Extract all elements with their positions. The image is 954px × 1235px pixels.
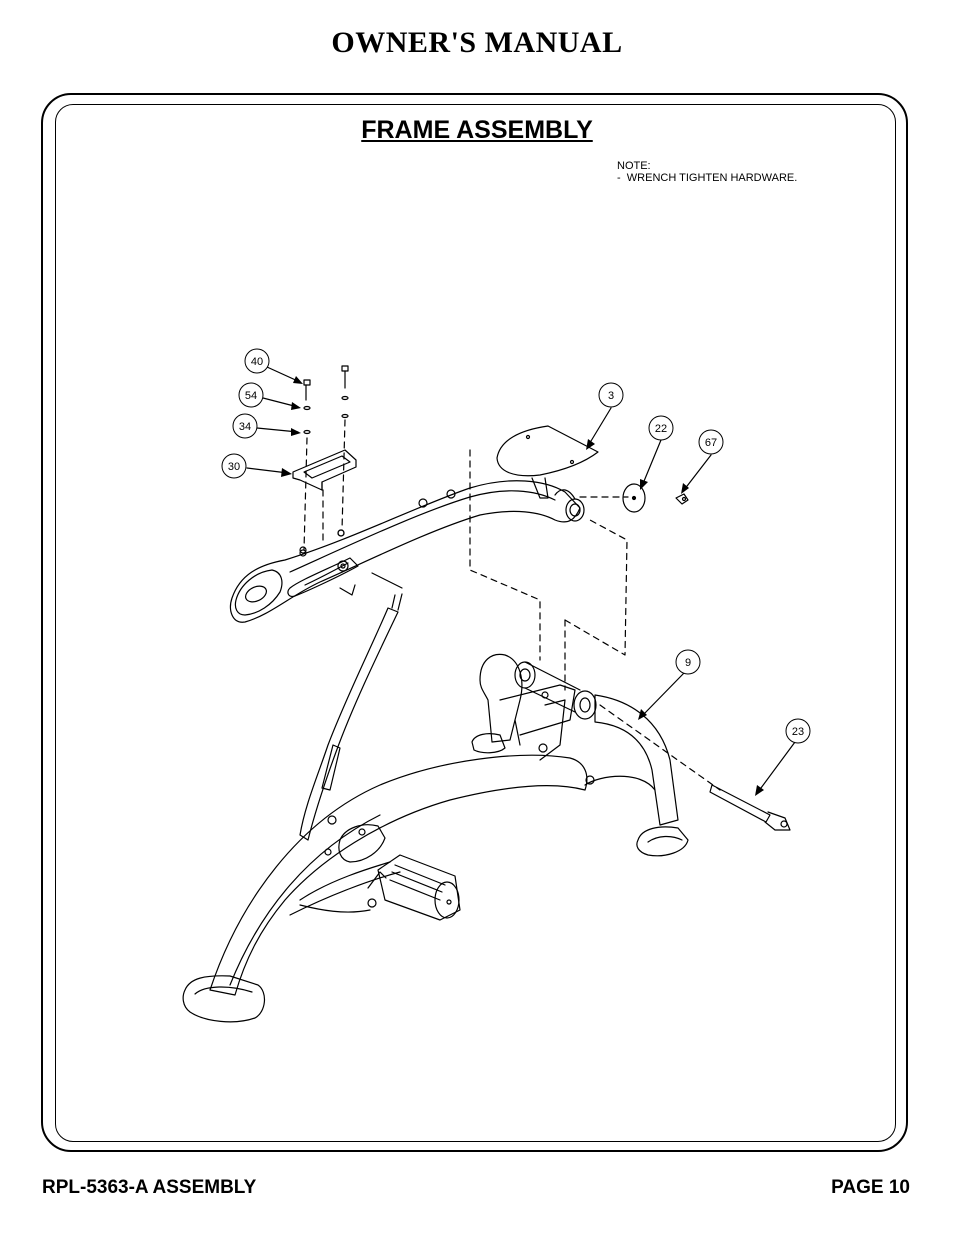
- footer-model-label: RPL-5363-A ASSEMBLY: [42, 1177, 257, 1198]
- seat-beam-part: [229, 480, 585, 623]
- callout-label: 30: [228, 461, 240, 473]
- callout-label: 54: [245, 390, 257, 402]
- bolt-67-part: [675, 493, 689, 505]
- callout-label: 34: [239, 421, 251, 433]
- base-frame-part: [182, 653, 791, 1023]
- callout-22: 22: [648, 415, 674, 441]
- upper-bracket-part: [292, 365, 357, 557]
- callout-34: 34: [232, 413, 258, 439]
- callout-54: 54: [238, 382, 264, 408]
- assembly-note: NOTE: - WRENCH TIGHTEN HARDWARE.: [617, 160, 797, 184]
- cap-part: [622, 483, 646, 513]
- footer-page-number: PAGE 10: [831, 1177, 910, 1198]
- handle-bar-part: [299, 593, 403, 841]
- callout-30: 30: [221, 453, 247, 479]
- manual-title: OWNER'S MANUAL: [331, 26, 623, 59]
- callout-label: 23: [792, 726, 804, 738]
- callout-9: 9: [675, 649, 701, 675]
- callout-label: 22: [655, 423, 667, 435]
- callout-40: 40: [244, 348, 270, 374]
- outer-page-border: [41, 93, 908, 1152]
- seat-plate-part: [496, 425, 599, 499]
- callout-label: 3: [608, 390, 614, 402]
- callout-label: 67: [705, 437, 717, 449]
- section-title: FRAME ASSEMBLY: [361, 116, 593, 144]
- callout-23: 23: [785, 718, 811, 744]
- note-heading: NOTE:: [617, 160, 651, 172]
- callout-3: 3: [598, 382, 624, 408]
- callout-67: 67: [698, 429, 724, 455]
- alignment-lines: [303, 419, 721, 791]
- inner-page-border: [55, 104, 896, 1142]
- leader-arrowheads: [281, 376, 764, 796]
- callout-label: 40: [251, 356, 263, 368]
- callout-label: 9: [685, 657, 691, 669]
- note-item: - WRENCH TIGHTEN HARDWARE.: [617, 172, 798, 184]
